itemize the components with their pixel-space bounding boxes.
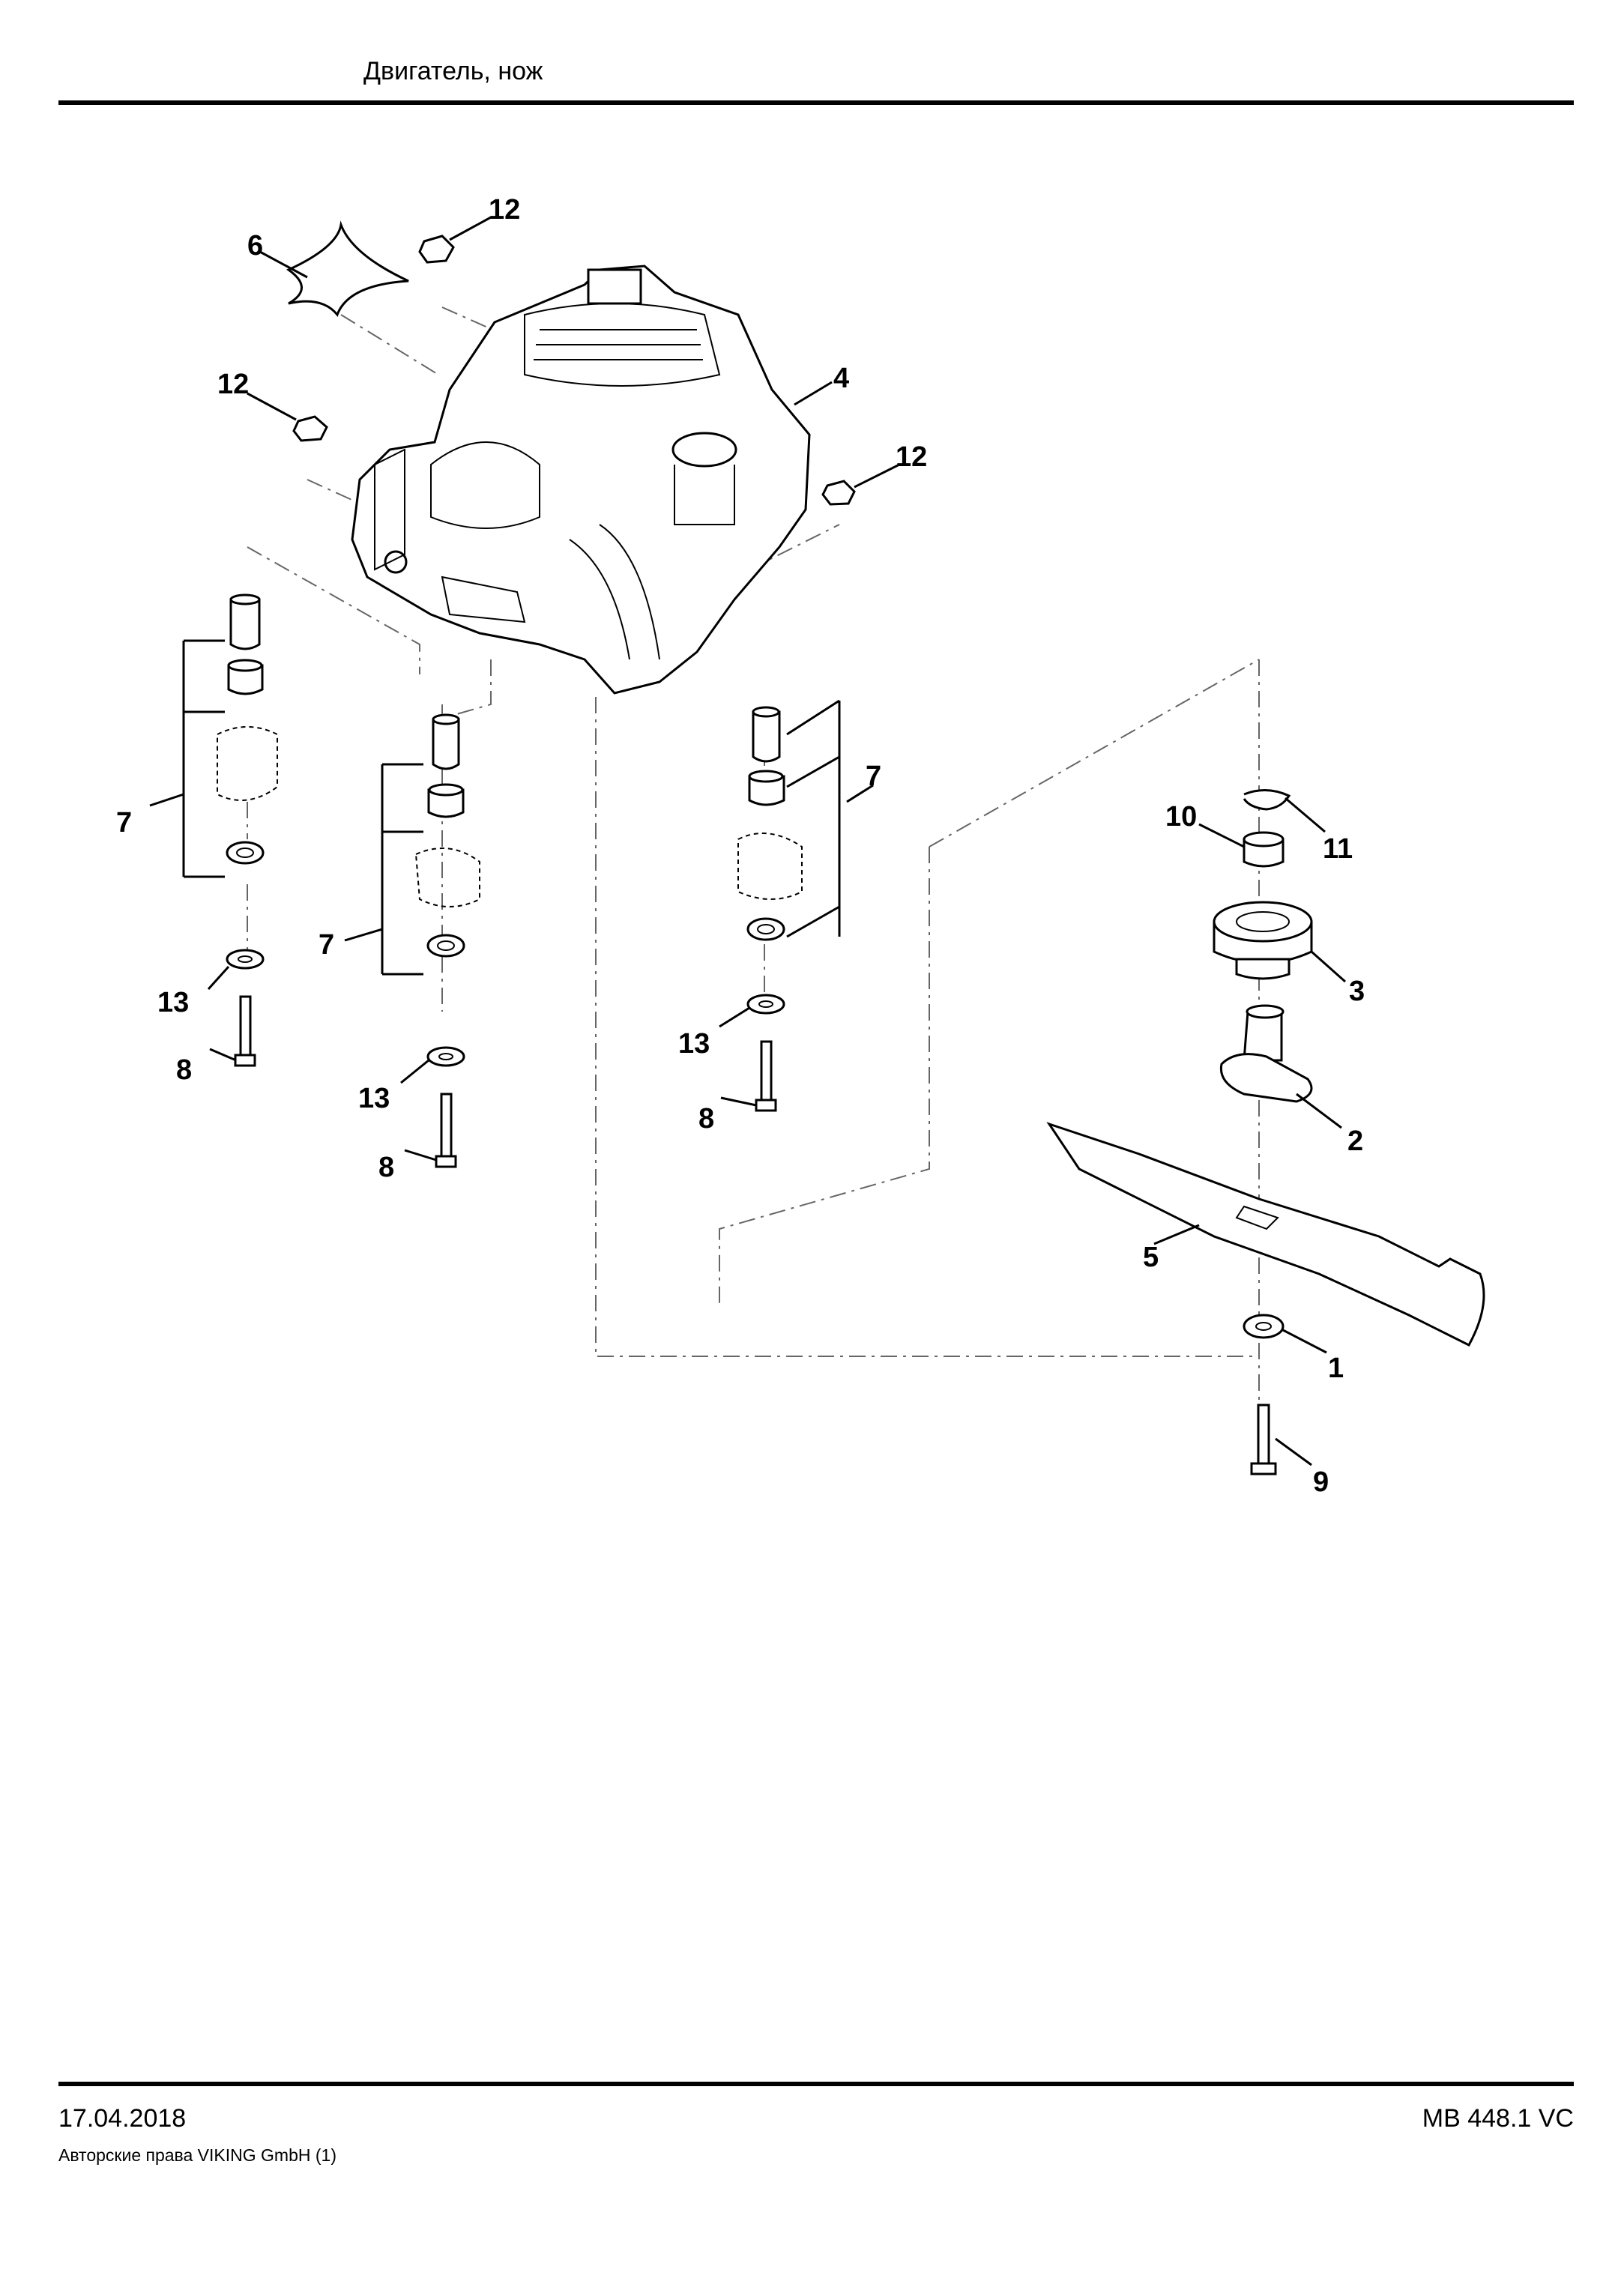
callout-7-right: 7 [866,761,881,792]
callout-3: 3 [1349,976,1365,1007]
engine-mount-set-left [217,593,278,865]
footer-date: 17.04.2018 [58,2104,187,2133]
nut-part [292,235,856,506]
washer-part [226,949,785,1067]
callout-5: 5 [1143,1242,1159,1273]
callout-13-middle: 13 [358,1083,390,1114]
callout-13-right: 13 [678,1028,710,1060]
sleeve-part [1243,831,1285,868]
callout-12-right: 12 [896,441,927,473]
decal-part [286,220,409,317]
callout-7-left: 7 [116,807,132,839]
page-title: Двигатель, нож [363,57,543,85]
callout-10: 10 [1165,801,1197,833]
callout-8-left: 8 [176,1054,192,1086]
callout-12-left: 12 [217,369,249,400]
circlip-part [1243,789,1291,811]
footer-divider [58,2082,1574,2086]
engine-mount-set-right [737,706,803,941]
callout-1: 1 [1328,1353,1344,1384]
blade-holder-part [1219,1004,1313,1103]
header-divider [58,100,1574,105]
footer-copyright: Авторские права VIKING GmbH (1) [58,2145,336,2165]
callout-8-middle: 8 [378,1152,394,1183]
callout-8-right: 8 [698,1103,714,1135]
callout-13-left: 13 [157,987,189,1018]
bolt-part [234,995,777,1168]
callout-2: 2 [1347,1126,1363,1157]
callout-leaders [149,216,1346,1466]
engine-part [351,265,811,695]
footer-model: MB 448.1 VC [1422,2104,1574,2133]
fan-adapter-part [1213,901,1313,980]
mount-set-brackets [182,639,841,976]
callout-7-middle: 7 [319,929,334,961]
blade-part [1046,1122,1485,1347]
callout-labels: 1 2 3 4 5 6 7 7 7 8 8 8 9 10 11 12 12 12… [116,194,1365,1498]
callout-4: 4 [833,363,849,394]
callout-12-top: 12 [489,194,520,226]
callout-11: 11 [1323,833,1353,865]
blade-bolt-part [1250,1404,1277,1475]
callout-6: 6 [247,230,263,262]
blade-center-hole [1235,1205,1279,1230]
callout-9: 9 [1313,1466,1329,1498]
engine-mount-set-middle [414,713,480,958]
star-washer-part [1243,1314,1285,1339]
